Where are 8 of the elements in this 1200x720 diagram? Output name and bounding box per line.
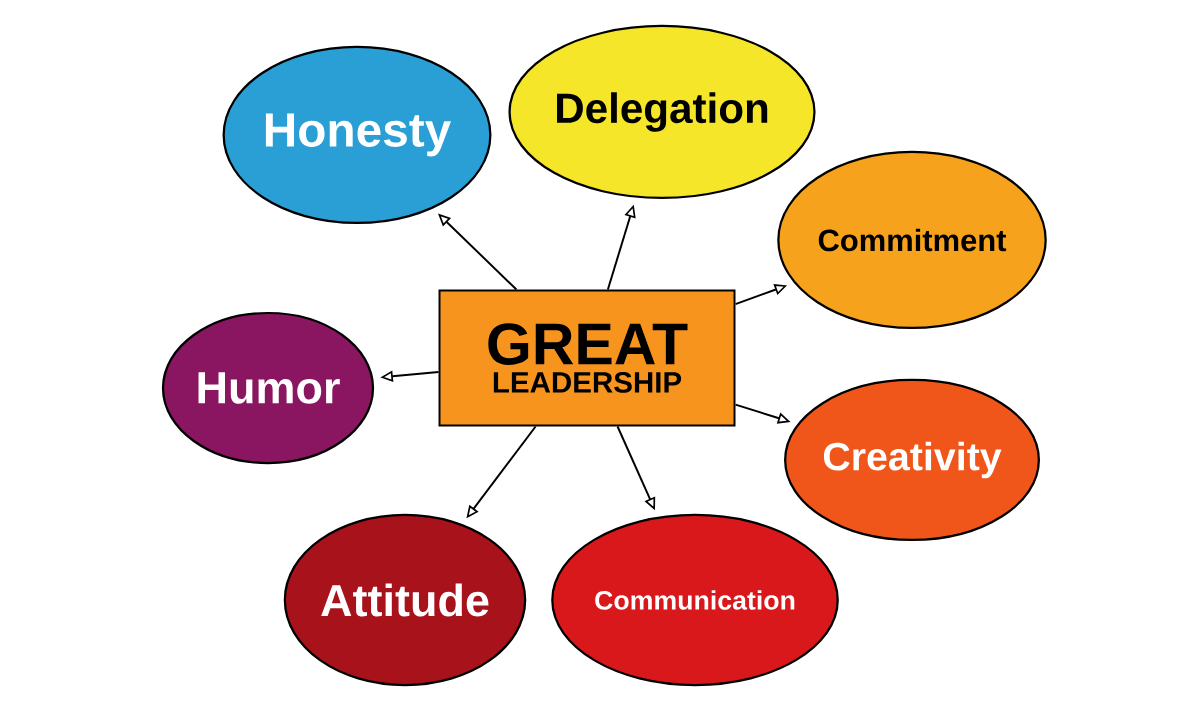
ellipse-bubble: Humor [161, 311, 375, 465]
ellipse-bubble: Attitude [283, 513, 527, 687]
ellipse-bubble: Creativity [784, 378, 1040, 542]
ellipse-bubble: Commitment [777, 150, 1047, 330]
ellipse-bubble: Honesty [222, 45, 492, 225]
ellipse-bubble: Delegation [508, 24, 816, 200]
title-box: GREAT LEADERSHIP [438, 289, 736, 427]
ellipse-bubble: Communication [551, 513, 839, 687]
